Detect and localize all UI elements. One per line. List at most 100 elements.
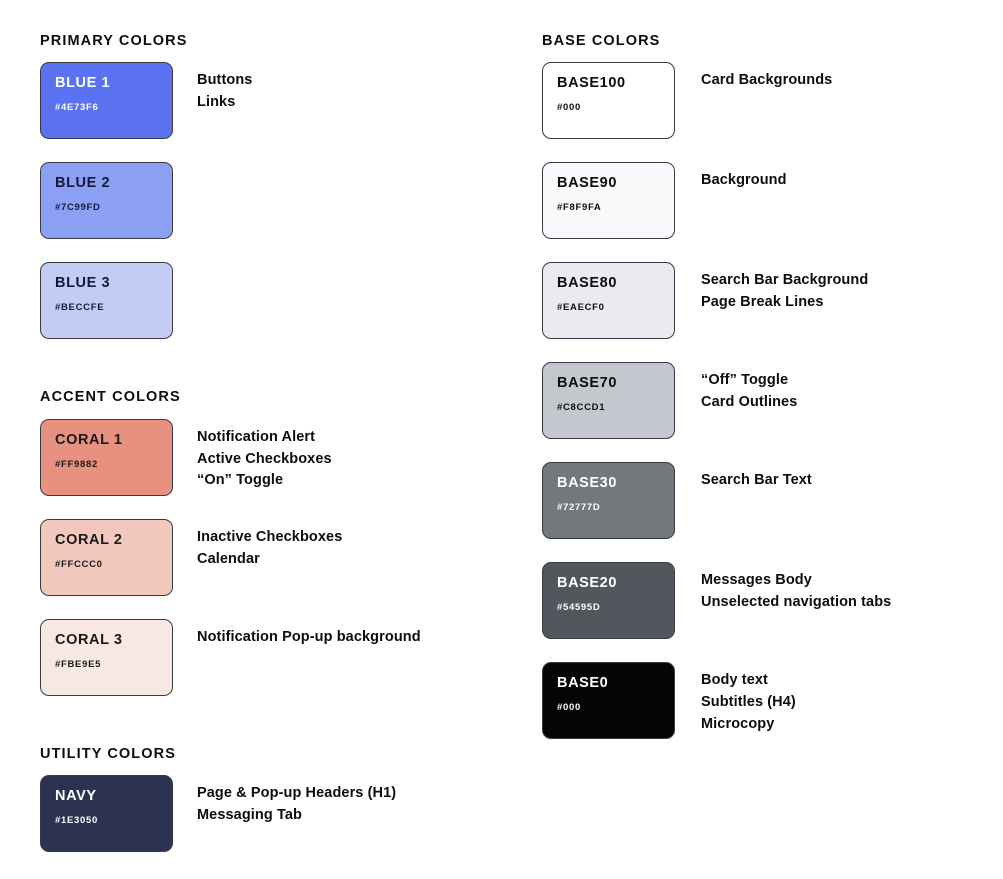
swatch-name: BASE90	[557, 175, 618, 192]
swatch-name: BASE0	[557, 675, 609, 692]
swatch-hex-code: #1E3050	[55, 815, 98, 827]
swatch-name: BASE20	[557, 575, 618, 592]
swatch-row: BASE30 #72777D Search Bar Text	[542, 462, 960, 540]
swatch-name: CORAL 1	[55, 431, 123, 448]
swatch-row: BLUE 2#7C99FD	[40, 162, 520, 240]
usage-line: Page & Pop-up Headers (H1)	[197, 785, 397, 802]
swatch-row: BLUE 3 #BECCFE	[40, 262, 520, 340]
usage-line: Buttons	[197, 72, 253, 89]
swatch-hex-code: #C8CCD1	[557, 402, 606, 414]
color-swatch[interactable]: CORAL 3 #FBE9E5	[40, 618, 173, 696]
usage-line: “On” Toggle	[197, 472, 284, 489]
color-swatch[interactable]: BASE100 #000	[542, 62, 675, 140]
usage-line: Body text	[701, 672, 768, 689]
usage-line: “Off” Toggle	[701, 372, 789, 389]
color-swatch[interactable]: NAVY #1E3050	[40, 775, 173, 853]
swatch-name: CORAL 2	[55, 531, 123, 548]
usage-line: Page Break Lines	[701, 294, 824, 311]
color-swatch[interactable]: BASE90 #F8F9FA	[542, 162, 675, 240]
color-swatch[interactable]: BLUE 2#7C99FD	[40, 162, 173, 240]
swatch-usage-description: Page & Pop-up Headers (H1)Messaging Tab	[173, 775, 396, 827]
usage-line: Notification Pop-up background	[197, 628, 421, 645]
swatch-usage-description: Card Backgrounds	[675, 62, 832, 92]
color-swatch[interactable]: BLUE 1 #4E73F6	[40, 62, 173, 140]
color-swatch[interactable]: BASE80 #EAECF0	[542, 262, 675, 340]
usage-line: Unselected navigation tabs	[701, 594, 892, 611]
swatch-hex-code: #4E73F6	[55, 102, 99, 114]
color-swatch[interactable]: BLUE 3 #BECCFE	[40, 262, 173, 340]
usage-line: Inactive Checkboxes	[197, 528, 343, 545]
section-title: UTILITY COLORS	[40, 745, 176, 762]
swatch-name: BASE80	[557, 275, 618, 292]
color-swatch[interactable]: BASE0 #000	[542, 662, 675, 740]
swatch-row: BASE90 #F8F9FA Background	[542, 162, 960, 240]
usage-line: Search Bar Text	[701, 472, 812, 489]
section-title: PRIMARY COLORS	[40, 33, 188, 49]
section-title: BASE COLORS	[542, 33, 661, 49]
swatch-usage-description: Search Bar Text	[675, 462, 812, 492]
swatch-hex-code: #FBE9E5	[55, 658, 102, 670]
color-swatch[interactable]: BASE70 #C8CCD1	[542, 362, 675, 440]
swatch-name: BLUE 1	[55, 75, 111, 92]
color-swatch[interactable]: CORAL 2 #FFCCC0	[40, 518, 173, 596]
swatch-row: CORAL 3 #FBE9E5 Notification Pop-up backgr…	[40, 618, 520, 696]
section-title: ACCENT COLORS	[40, 389, 181, 406]
swatch-name: BLUE 3	[55, 275, 111, 292]
swatch-hex-code: #54595D	[557, 602, 601, 614]
swatch-usage-description: Background	[675, 162, 787, 192]
color-swatch[interactable]: BASE20 #54595D	[542, 562, 675, 640]
usage-line: Calendar	[197, 550, 260, 567]
color-swatch[interactable]: BASE30 #72777D	[542, 462, 675, 540]
swatch-hex-code: #EAECF0	[557, 302, 605, 314]
usage-line: Active Checkboxes	[197, 450, 332, 467]
usage-line: Card Backgrounds	[701, 72, 833, 89]
usage-line: Card Outlines	[701, 394, 798, 411]
swatch-usage-description	[173, 162, 197, 170]
usage-line: Notification Alert	[197, 428, 316, 445]
swatch-name: BASE100	[557, 75, 626, 92]
swatch-name: NAVY	[55, 788, 97, 805]
usage-line: Messages Body	[701, 572, 812, 589]
color-swatch[interactable]: CORAL 1 #FF9882	[40, 418, 173, 496]
swatch-hex-code: #72777D	[557, 502, 601, 514]
usage-line: Subtitles (H4)	[701, 694, 796, 711]
swatch-hex-code: #FF9882	[55, 458, 98, 470]
swatch-hex-code: #7C99FD	[55, 202, 101, 214]
swatch-row: BASE100 #000 Card Backgrounds	[542, 62, 960, 140]
swatch-name: CORAL 3	[55, 631, 123, 648]
swatch-hex-code: #FFCCC0	[55, 558, 103, 570]
swatch-hex-code: #000	[557, 702, 581, 714]
swatch-name: BASE70	[557, 375, 618, 392]
swatch-hex-code: #BECCFE	[55, 302, 105, 314]
swatch-name: BASE30	[557, 475, 618, 492]
usage-line: Search Bar Background	[701, 272, 869, 289]
swatch-hex-code: #F8F9FA	[557, 202, 602, 214]
swatch-hex-code: #000	[557, 102, 581, 114]
swatch-usage-description	[173, 262, 197, 270]
palette-section: UTILITY COLORS NAVY #1E3050 Page & Pop-up H…	[40, 745, 520, 853]
swatch-row: NAVY #1E3050 Page & Pop-up Headers (H1)Mes…	[40, 775, 520, 853]
usage-line: Microcopy	[701, 715, 775, 732]
usage-line: Background	[701, 172, 787, 189]
